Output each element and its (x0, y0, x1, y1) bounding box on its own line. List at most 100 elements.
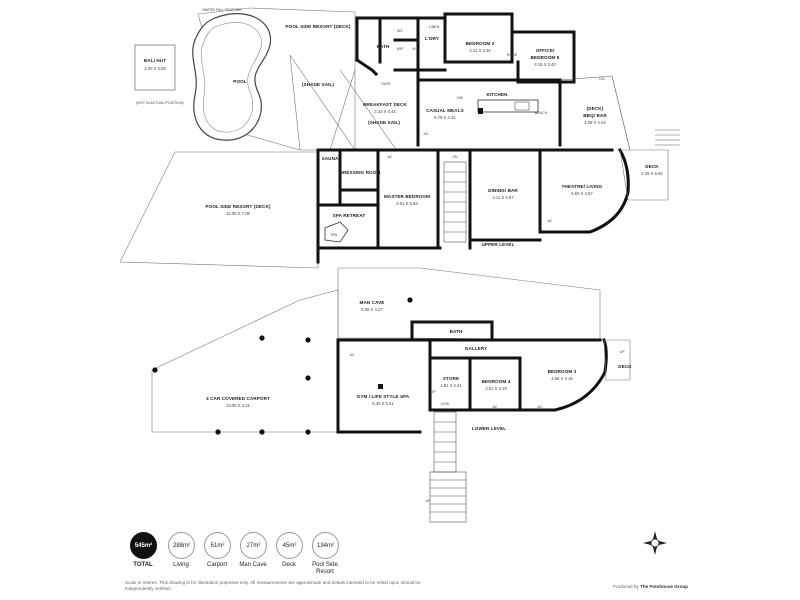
cooktop (514, 101, 530, 111)
store-dim: 1.81 X 2.41 (440, 383, 462, 388)
wip-label: WIP (397, 47, 404, 51)
pool-deck-label: POOL SIDE RESORT (DECK) (285, 24, 350, 29)
room-labels: WATER FALL FEATURE POOL SIDE RESORT (DEC… (136, 8, 663, 503)
casual-meals-dim: 6.79 X 4.44 (434, 115, 456, 120)
pool-shape (192, 13, 272, 141)
producer-prefix: Produced by (612, 584, 639, 589)
ac-label: AC (424, 132, 429, 136)
bali-hut-dim: 3.30 X 3.08 (144, 66, 166, 71)
dining-bar-dim: 4.11 X 4.87 (492, 195, 514, 200)
bench-label: BENCH (535, 111, 548, 115)
legend-caption-living: Living (173, 562, 189, 568)
carport-columns (152, 297, 413, 435)
legend-badge-living: 288m² (168, 532, 195, 559)
deck-lower-area (603, 339, 631, 381)
legend-caption-man-cave: Man Cave (239, 562, 267, 568)
laundry-label: L'DRY (425, 36, 439, 41)
legend-caption-total: TOTAL (133, 562, 153, 568)
pool-side-resort-dim: 12.00 X 7.08 (226, 211, 250, 216)
bedroom2-label: BEDROOM 2 (466, 41, 495, 46)
man-cave-label: MAN CAVE (360, 300, 385, 305)
robe-label: ROBE (507, 53, 518, 57)
spa-retreat-label: SPA RETREAT (333, 213, 366, 218)
ac-label: AC (350, 353, 355, 357)
legend-badge-pool-side-resort: 134m² (312, 532, 339, 559)
bath-lower-label: BATH (450, 329, 463, 334)
shade-sail-line (339, 69, 396, 149)
disclaimer-text: Scale in metres. This drawing is for ill… (125, 580, 421, 591)
man-cave-dim: 5.08 X 4.27 (361, 307, 383, 312)
legend-caption-pool-side-resort: Pool Side Resort (312, 562, 338, 575)
bedroom3-label: BEDROOM 3 (548, 369, 577, 374)
shade-sail-line (329, 69, 356, 151)
gym-label: GYM / LIFE STYLE SPA (357, 394, 410, 399)
shade-sail-label: (SHADE SAIL) (302, 82, 334, 87)
shade-sail-line (289, 54, 356, 151)
breakfast-deck-dim: 3.33 X 4.44 (374, 109, 396, 114)
upper-walls (316, 12, 631, 264)
pool-side-resort-label: POOL SIDE RESORT (DECK) (205, 204, 270, 209)
deck-lower-label: DECK (618, 364, 632, 369)
dw-label: DW (457, 96, 464, 100)
spa-label: SPA (331, 233, 339, 237)
void-label: VOID (441, 402, 450, 406)
compass-rose-icon (643, 531, 667, 555)
shade-sail-line (289, 54, 301, 151)
legend-caption-deck: Deck (282, 562, 296, 568)
deck-right-label: DECK (645, 164, 659, 169)
master-bedroom-dim: 3.61 X 5.94 (396, 201, 418, 206)
bedroom2-dim: 3.41 X 3.40 (469, 48, 491, 53)
bedroom5-dim: 3.18 X 3.40 (534, 62, 556, 67)
gym-dim: 5.33 X 5.51 (372, 401, 394, 406)
bbq-bar-dim: 4.08 X 4.44 (584, 120, 606, 125)
bedroom4-dim: 3.61 X 3.19 (485, 386, 507, 391)
breakfast-deck-label: BREAKFAST DECK (363, 102, 407, 107)
linen-label: LINEN (429, 25, 440, 29)
producer-credit: Produced by The Fotohouse Group (613, 584, 688, 589)
legend-badge-deck: 45m² (276, 532, 303, 559)
carport-label: 4 CAR COVERED CARPORT (206, 396, 270, 401)
master-bedroom-label: MASTER BEDROOM (384, 194, 430, 199)
wc-label: WC (397, 29, 403, 33)
deck-right-dim: 2.39 X 5.94 (641, 171, 663, 176)
sauna-label: SAUNA (322, 156, 339, 161)
bali-hut (134, 44, 176, 91)
lower-level-label: LOWER LEVEL (472, 426, 506, 431)
lower-walls (336, 320, 608, 434)
store-label: STORE (443, 376, 459, 381)
lower-stair (429, 411, 467, 523)
bali-hut-label: BALI HUT (144, 58, 166, 63)
theatre-living-dim: 5.50 X 4.87 (571, 191, 593, 196)
dn-top-label: DN (599, 77, 605, 81)
dn-mid-label: DN (452, 155, 458, 159)
legend-caption-carport: Carport (206, 562, 227, 568)
up-bottom-label: UP (426, 499, 432, 503)
kitchen-island (477, 99, 539, 113)
deck-right-area (619, 149, 669, 201)
dressing-room-label: DRESSING ROOM (340, 170, 381, 175)
theatre-living-label: THEATRE/ LIVING (562, 184, 603, 189)
office-label: OFFICE/ (536, 48, 555, 53)
bedroom4-label: BEDROOM 4 (482, 379, 511, 384)
dining-bar-label: DINING/ BAR (488, 188, 518, 193)
ac-label: AC (538, 405, 543, 409)
spa-tub (324, 221, 349, 243)
ac-label: AC (493, 405, 498, 409)
carport-dim: 13.00 X 4.21 (226, 403, 250, 408)
producer-name: The Fotohouse Group (640, 584, 688, 589)
bath-label: BATH (377, 44, 390, 49)
ac-label: AC (548, 219, 553, 223)
kitchen-label: KITCHEN (486, 92, 508, 97)
legend-badge-carport: 51m² (204, 532, 231, 559)
legend-badge-man-cave: 27m² (240, 532, 267, 559)
up-stair-label: UP (431, 390, 437, 394)
w-label: W (412, 47, 416, 51)
bedroom5-label: BEDROOM 5 (531, 55, 560, 60)
up-lower-label: UP (620, 350, 626, 354)
bedroom3-dim: 4.66 X 4.16 (551, 376, 573, 381)
upper-level-label: UPPER LEVEL (481, 242, 514, 247)
deck-bbq-label: (DECK) (587, 106, 604, 111)
bbq-bar-label: BBQ/ BAR (583, 113, 607, 118)
gate-label: GATE (381, 82, 391, 86)
